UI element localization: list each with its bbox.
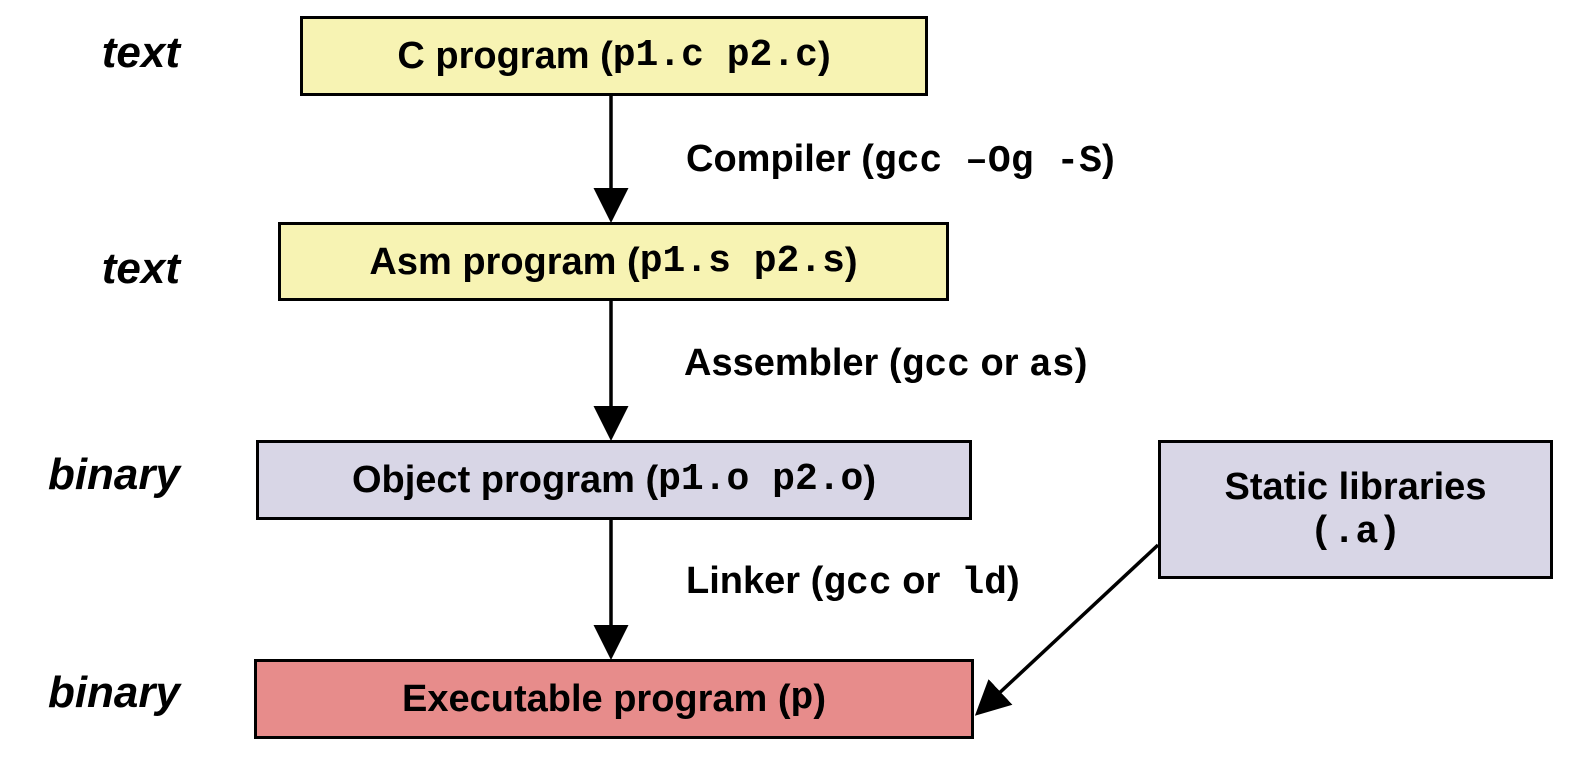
executable-program-file: p	[790, 677, 814, 720]
linker-close: )	[1006, 560, 1020, 602]
compiler-command: gcc –Og -S	[873, 140, 1102, 183]
assembler-name: Assembler (	[684, 342, 902, 384]
asm-program-box: Asm program (p1.s p2.s)	[278, 222, 949, 301]
executable-program-close: )	[813, 678, 827, 720]
linker-or: or	[891, 560, 962, 602]
linker-command-ld: ld	[961, 562, 1007, 605]
asm-program-close: )	[844, 240, 858, 283]
object-program-label: Object program (	[351, 459, 659, 501]
object-program-box: Object program (p1.o p2.o)	[256, 440, 972, 520]
object-program-files: p1.o p2.o	[658, 458, 864, 501]
executable-program-label: Executable program (	[401, 678, 791, 720]
assembler-label: Assembler (gcc or as)	[684, 340, 1087, 389]
assembler-command-as: as	[1029, 344, 1075, 387]
asm-program-label: Asm program (	[369, 240, 640, 283]
executable-program-box: Executable program (p)	[254, 659, 974, 739]
c-program-close: )	[817, 35, 831, 77]
c-program-files: p1.c p2.c	[612, 34, 818, 77]
compiler-close: )	[1101, 138, 1115, 180]
assembler-or: or	[969, 342, 1030, 384]
object-program-close: )	[863, 459, 877, 501]
side-label-asm-program: text	[101, 244, 180, 293]
side-label-executable-program: binary	[47, 668, 180, 717]
assembler-close: )	[1074, 342, 1088, 384]
side-label-object-program: binary	[47, 450, 180, 499]
asm-program-files: p1.s p2.s	[639, 239, 845, 283]
c-program-box: C program (p1.c p2.c)	[300, 16, 928, 96]
c-program-label: C program (	[397, 35, 613, 77]
linker-name: Linker (	[686, 560, 824, 602]
compiler-label: Compiler (gcc –Og -S)	[686, 136, 1115, 185]
static-libraries-box: Static libraries (.a)	[1158, 440, 1553, 579]
static-libraries-label: Static libraries	[1224, 465, 1487, 508]
static-libraries-extension: (.a)	[1309, 510, 1402, 554]
assembler-command-gcc: gcc	[901, 344, 970, 387]
linker-command-gcc: gcc	[823, 562, 892, 605]
side-label-c-program: text	[101, 28, 180, 77]
compiler-name: Compiler (	[686, 138, 874, 180]
linker-label: Linker (gcc or ld)	[686, 558, 1020, 607]
